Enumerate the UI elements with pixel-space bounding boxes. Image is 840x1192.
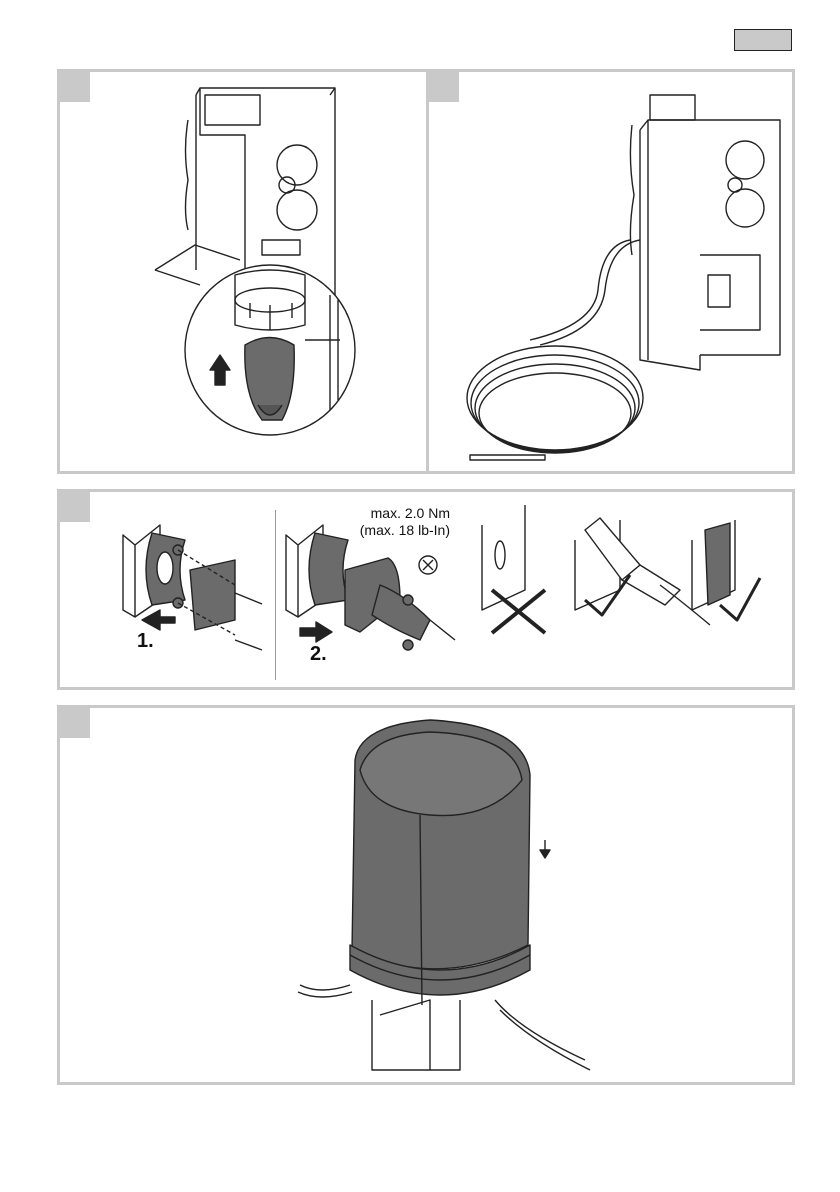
step-label-1: 1. <box>137 630 154 653</box>
correct-mount-blank-illustration <box>692 520 760 620</box>
step-label-2: 2. <box>310 643 327 666</box>
torque-spec: max. 2.0 Nm (max. 18 lb-In) <box>340 505 450 539</box>
torque-spec-nm: max. 2.0 Nm <box>340 505 450 522</box>
gland-step-2-illustration <box>286 525 455 650</box>
cable-coil <box>467 346 643 460</box>
cover-illustration <box>298 720 590 1070</box>
magnifier-circle <box>185 265 355 435</box>
wrong-mount-illustration <box>482 505 545 633</box>
torque-spec-lbin: (max. 18 lb-In) <box>340 522 450 539</box>
correct-mount-cable-illustration <box>575 518 710 625</box>
socket-box-right-illustration <box>530 95 780 370</box>
